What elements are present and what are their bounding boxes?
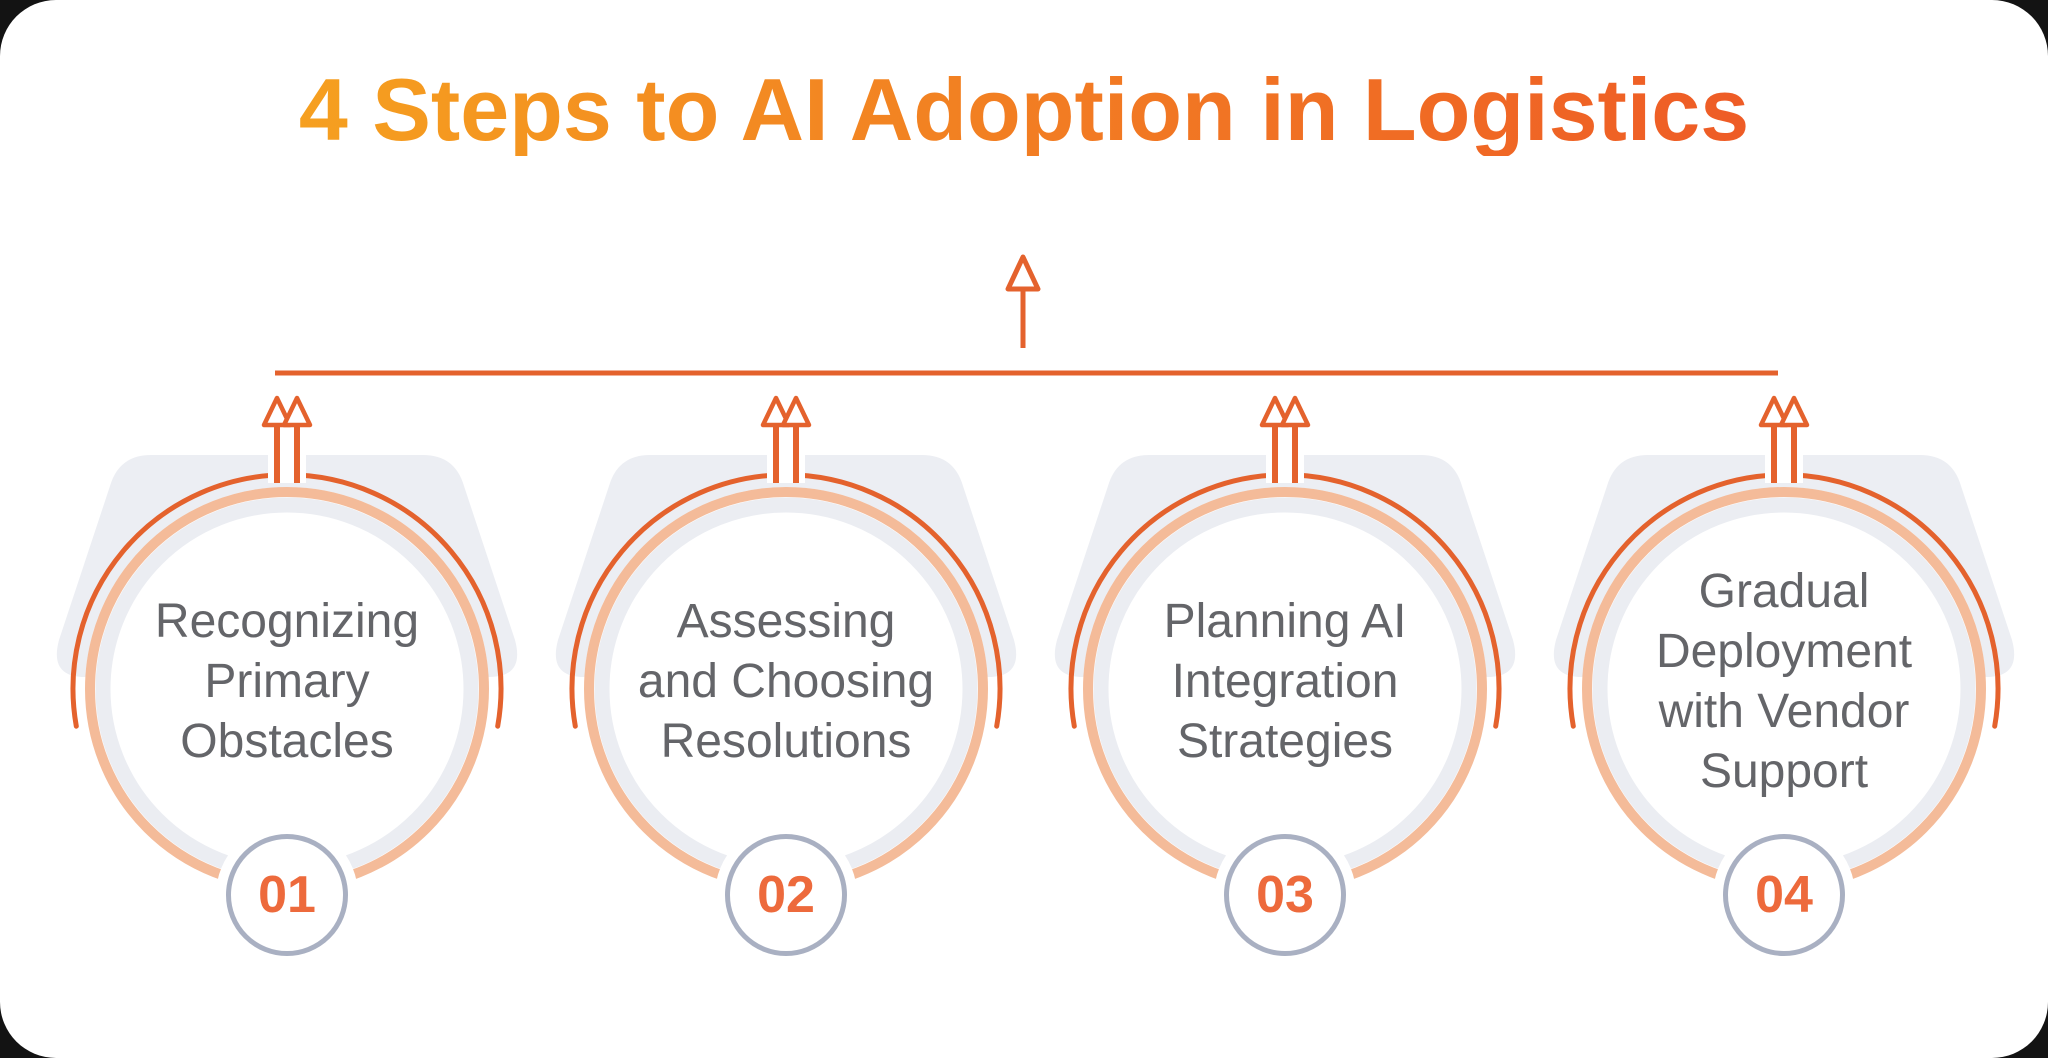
step-number: 04 [1755,866,1813,924]
step-title: Gradual Deployment with Vendor Support [1574,562,1994,802]
step-number-badge: 02 [725,834,847,956]
step-title-line: Primary [204,655,370,708]
step-number-badge: 04 [1723,834,1845,956]
step-title-line: Planning AI [1163,595,1407,648]
step-title-line: Strategies [1176,715,1394,768]
step-title: Planning AI Integration Strategies [1075,592,1495,772]
step-title-line: Assessing [676,595,896,648]
step-number-badge: 01 [226,834,348,956]
up-arrow-icon [1005,254,1041,292]
step-title-line: Resolutions [660,715,912,768]
step-title-line: with Vendor [1658,685,1910,738]
step-number-badge: 03 [1224,834,1346,956]
step-number: 03 [1256,866,1314,924]
step-title-line: Deployment [1655,625,1913,678]
step-1: Recognizing Primary Obstacles 01 [37,390,537,1010]
step-title: Recognizing Primary Obstacles [77,592,497,772]
step-title-line: Obstacles [180,715,394,768]
page-title: 4 Steps to AI Adoption in Logistics [0,64,2048,156]
step-4: Gradual Deployment with Vendor Support 0… [1534,390,2034,1010]
step-title-line: Integration [1171,655,1399,708]
step-number: 02 [757,866,815,924]
connector-diagram [275,254,1778,376]
step-number: 01 [258,866,316,924]
step-title-line: and Choosing [637,655,935,708]
step-title-line: Gradual [1698,565,1870,618]
step-title-line: Support [1699,745,1869,798]
up-arrow-stem [1020,290,1026,348]
step-title-line: Recognizing [154,595,420,648]
step-title: Assessing and Choosing Resolutions [576,592,996,772]
step-2: Assessing and Choosing Resolutions 02 [536,390,1036,1010]
step-3: Planning AI Integration Strategies 03 [1035,390,1535,1010]
